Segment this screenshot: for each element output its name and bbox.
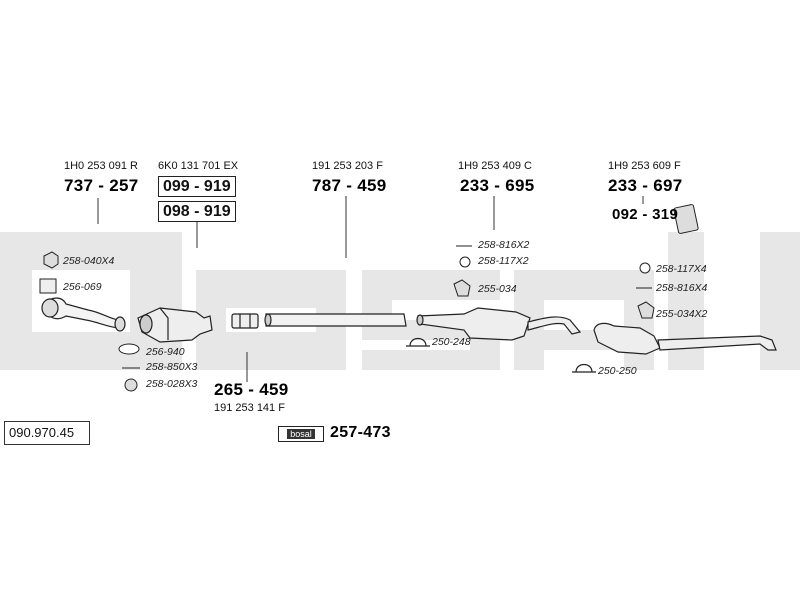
label-258-816x2[interactable]: 258-816X2 — [478, 239, 530, 251]
label-258-850x3[interactable]: 258-850X3 — [146, 361, 198, 373]
oem-number-2: 6K0 131 701 EX — [158, 160, 239, 172]
diagram-part-number: 090.970.45 — [4, 421, 90, 445]
hanger-255-034x2 — [637, 301, 655, 319]
oem-number-1: 1H0 253 091 R — [64, 160, 138, 172]
label-256-940[interactable]: 256-940 — [146, 346, 185, 358]
middle-silencer — [416, 307, 582, 341]
washer-258-117x2-icon — [459, 256, 471, 268]
front-downpipe — [41, 297, 126, 332]
gasket-256-069-icon — [39, 278, 57, 294]
bracket-092-319 — [673, 204, 699, 234]
oem-number-4: 1H9 253 409 C — [458, 160, 532, 172]
label-258-816x4[interactable]: 258-816X4 — [656, 282, 708, 294]
part-code-099-919[interactable]: 099 - 919 — [158, 176, 236, 197]
brand-logo-text: bosal — [287, 429, 315, 439]
label-258-028x3[interactable]: 258-028X3 — [146, 378, 198, 390]
part-code-265-459[interactable]: 265 - 459 — [214, 380, 289, 399]
clamp-250-248-icon — [406, 337, 430, 347]
label-258-117x2[interactable]: 258-117X2 — [478, 255, 529, 267]
hanger-255-034 — [453, 279, 471, 297]
label-255-034x2[interactable]: 255-034X2 — [656, 308, 708, 320]
oem-number-3: 191 253 203 F — [312, 160, 383, 172]
part-code-233-695[interactable]: 233 - 695 — [460, 176, 535, 195]
label-258-040x4[interactable]: 258-040X4 — [63, 255, 115, 267]
kit-code-257-473[interactable]: 257-473 — [330, 424, 391, 441]
label-255-034[interactable]: 255-034 — [478, 283, 517, 295]
nut-258-040-icon — [43, 251, 59, 269]
washer-258-117x4-icon — [639, 262, 651, 274]
label-250-250[interactable]: 250-250 — [598, 365, 637, 377]
part-code-233-697[interactable]: 233 - 697 — [608, 176, 683, 195]
label-250-248[interactable]: 250-248 — [432, 336, 471, 348]
rear-silencer — [593, 322, 777, 355]
part-code-092-319[interactable]: 092 - 319 — [612, 206, 679, 223]
part-code-787-459[interactable]: 787 - 459 — [312, 176, 387, 195]
label-258-117x4[interactable]: 258-117X4 — [656, 263, 707, 275]
clamp-250-250-icon — [572, 363, 596, 373]
label-256-069[interactable]: 256-069 — [63, 281, 102, 293]
part-code-098-919[interactable]: 098 - 919 — [158, 201, 236, 222]
pipe-connector — [231, 313, 259, 329]
catalytic-converter — [137, 307, 213, 343]
nut-258-028-icon — [124, 378, 138, 392]
gasket-256-940-icon — [118, 343, 140, 355]
oem-number-5: 1H9 253 609 F — [608, 160, 681, 172]
part-code-737-257[interactable]: 737 - 257 — [64, 176, 139, 195]
middle-pipe — [264, 313, 407, 327]
oem-number-6: 191 253 141 F — [214, 402, 285, 414]
brand-logo: bosal — [278, 426, 324, 442]
watermark-logo — [0, 232, 800, 370]
